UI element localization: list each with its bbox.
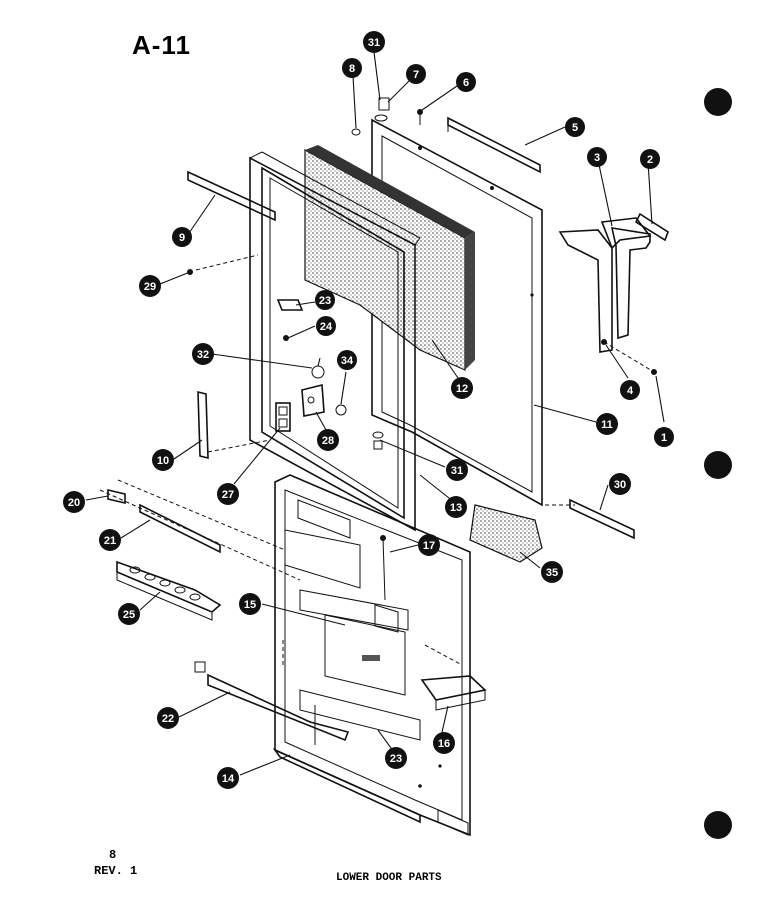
svg-text:35: 35 bbox=[546, 567, 558, 579]
svg-text:17: 17 bbox=[423, 540, 435, 552]
svg-text:30: 30 bbox=[614, 479, 626, 491]
svg-text:23: 23 bbox=[319, 295, 331, 307]
callout-balloon: 20 bbox=[63, 491, 85, 513]
svg-text:22: 22 bbox=[162, 713, 174, 725]
callout-balloon: 23 bbox=[385, 747, 407, 769]
svg-text:28: 28 bbox=[322, 435, 334, 447]
side-trim-strip bbox=[197, 390, 209, 460]
callout-balloon: 32 bbox=[192, 343, 214, 365]
svg-text:20: 20 bbox=[68, 497, 80, 509]
bottom-trim-strip bbox=[569, 498, 635, 540]
door-shelf bbox=[194, 661, 350, 742]
door-gasket-frame bbox=[249, 151, 421, 532]
svg-text:4: 4 bbox=[627, 385, 634, 397]
callout-balloon: 25 bbox=[118, 603, 140, 625]
callout-balloon: 12 bbox=[451, 377, 473, 399]
callout-balloon: 8 bbox=[342, 58, 362, 78]
alignment-lines bbox=[99, 254, 655, 666]
callout-balloon: 23 bbox=[315, 290, 335, 310]
svg-text:21: 21 bbox=[104, 535, 116, 547]
callout-balloon: 24 bbox=[316, 316, 336, 336]
svg-text:31: 31 bbox=[451, 465, 463, 477]
svg-text:23: 23 bbox=[390, 753, 402, 765]
callout-balloon: 31 bbox=[363, 31, 385, 53]
callout-balloon: 28 bbox=[317, 429, 339, 451]
callout-balloon: 5 bbox=[565, 117, 585, 137]
svg-text:16: 16 bbox=[438, 738, 450, 750]
bottom-foam-block bbox=[469, 504, 543, 563]
svg-text:12: 12 bbox=[456, 383, 468, 395]
svg-text:9: 9 bbox=[179, 232, 185, 244]
callout-balloon: 29 bbox=[139, 275, 161, 297]
binder-hole bbox=[704, 451, 732, 479]
svg-text:27: 27 bbox=[222, 489, 234, 501]
leader-lines bbox=[85, 51, 665, 776]
callout-balloon: 17 bbox=[418, 534, 440, 556]
callout-balloon: 14 bbox=[217, 767, 239, 789]
foam-insulation bbox=[304, 145, 475, 371]
svg-text:29: 29 bbox=[144, 281, 156, 293]
callout-balloon: 2 bbox=[640, 149, 660, 169]
svg-text:11: 11 bbox=[601, 419, 613, 431]
svg-text:34: 34 bbox=[341, 355, 354, 367]
svg-text:1: 1 bbox=[661, 432, 667, 444]
revision-label: REV. 1 bbox=[94, 864, 138, 878]
callout-balloon: 35 bbox=[541, 561, 563, 583]
svg-text:15: 15 bbox=[244, 599, 256, 611]
hinge-bracket-assembly bbox=[558, 212, 669, 353]
callout-balloon: 6 bbox=[456, 72, 476, 92]
svg-text:14: 14 bbox=[222, 773, 235, 785]
page-number: 8 bbox=[109, 848, 117, 862]
callout-balloon: 15 bbox=[239, 593, 261, 615]
callout-balloon: 31 bbox=[446, 459, 468, 481]
dispenser-cup bbox=[420, 675, 487, 711]
svg-text:7: 7 bbox=[413, 69, 419, 81]
callout-balloon: 10 bbox=[152, 449, 174, 471]
left-top-trim bbox=[187, 170, 276, 222]
callout-balloon: 21 bbox=[99, 529, 121, 551]
diagram-caption: LOWER DOOR PARTS bbox=[336, 872, 442, 884]
svg-text:3: 3 bbox=[594, 152, 600, 164]
svg-text:31: 31 bbox=[368, 37, 380, 49]
binder-hole bbox=[704, 811, 732, 839]
callout-balloon: 11 bbox=[596, 413, 618, 435]
svg-text:8: 8 bbox=[349, 63, 355, 75]
svg-text:32: 32 bbox=[197, 349, 209, 361]
switch-assembly bbox=[275, 299, 347, 432]
door-inner-liner bbox=[272, 474, 471, 837]
sheet-code: A-11 bbox=[132, 30, 191, 60]
callout-balloon: 3 bbox=[587, 147, 607, 167]
svg-text:13: 13 bbox=[450, 502, 462, 514]
callout-group: 31 8 7 6 5 3 2 9 29 23 24 32 34 12 4 1 1… bbox=[63, 31, 674, 789]
callout-balloon: 1 bbox=[654, 427, 674, 447]
door-outer-panel bbox=[371, 118, 543, 507]
rail-end-cap bbox=[107, 488, 126, 505]
svg-text:24: 24 bbox=[320, 321, 333, 333]
svg-text:6: 6 bbox=[463, 77, 469, 89]
svg-text:25: 25 bbox=[123, 609, 135, 621]
svg-text:2: 2 bbox=[647, 154, 653, 166]
callout-balloon: 7 bbox=[406, 64, 426, 84]
callout-balloon: 27 bbox=[217, 483, 239, 505]
mounting-rail bbox=[139, 503, 221, 554]
callout-balloon: 13 bbox=[445, 496, 467, 518]
callout-balloon: 16 bbox=[433, 732, 455, 754]
callout-balloon: 34 bbox=[337, 350, 357, 370]
callout-balloon: 9 bbox=[172, 227, 192, 247]
callout-balloon: 22 bbox=[157, 707, 179, 729]
svg-text:10: 10 bbox=[157, 455, 169, 467]
binder-hole bbox=[704, 88, 732, 116]
callout-balloon: 4 bbox=[620, 380, 640, 400]
callout-balloon: 30 bbox=[609, 473, 631, 495]
egg-tray bbox=[116, 560, 222, 621]
top-trim-strip bbox=[447, 116, 541, 174]
svg-text:5: 5 bbox=[572, 122, 578, 134]
